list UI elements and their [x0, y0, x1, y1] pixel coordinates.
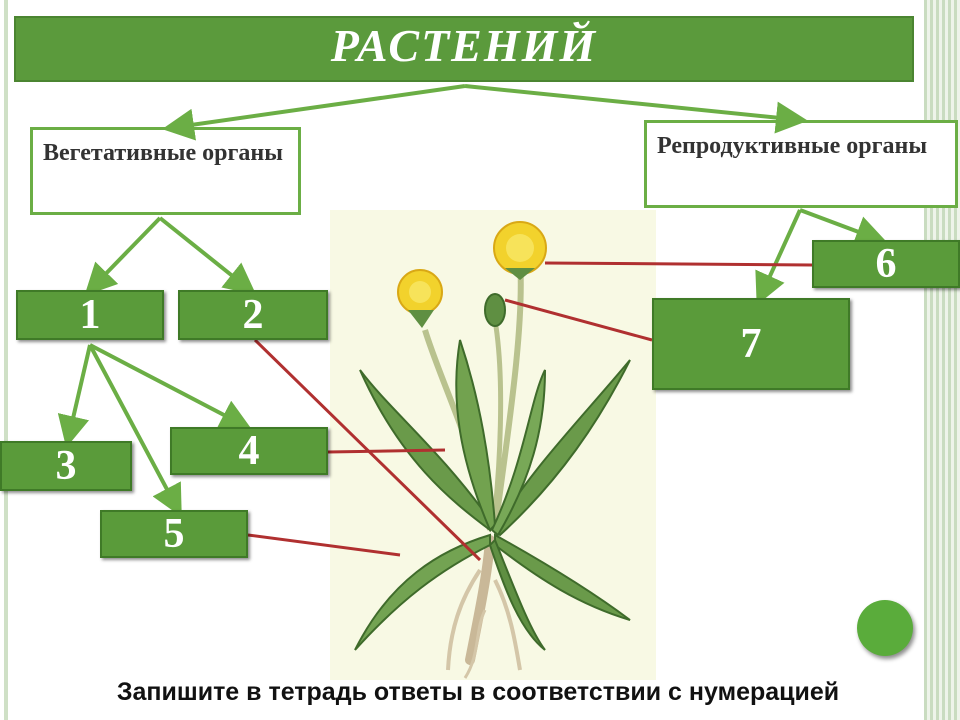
answer-box-3-label: 3: [55, 443, 77, 489]
arrow-to-3: [57, 344, 92, 448]
answer-box-1: 1: [16, 290, 164, 340]
answer-box-1-label: 1: [79, 292, 101, 338]
instruction-footer: Запишите в тетрадь ответы в соответствии…: [116, 678, 840, 706]
title-bar: РАСТЕНИЙ: [14, 16, 914, 82]
answer-box-3: 3: [0, 441, 132, 491]
green-circle-button[interactable]: [857, 600, 913, 656]
slide-title: РАСТЕНИЙ: [330, 20, 598, 71]
dandelion-illustration: [330, 210, 656, 680]
answer-box-2-label: 2: [242, 292, 264, 338]
vegetative-organs-label: Вегетативные органы: [43, 140, 283, 166]
pointer-7: [504, 298, 653, 342]
reproductive-organs-label: Репродуктивные органы: [657, 133, 928, 159]
left-border: [4, 0, 8, 720]
answer-box-7-label: 7: [740, 321, 762, 367]
arrow-to-reproductive: [464, 84, 808, 134]
arrow-to-1: [84, 216, 162, 296]
arrow-to-vegetative: [162, 84, 466, 141]
answer-box-2: 2: [178, 290, 328, 340]
reproductive-organs-box: Репродуктивные органы: [644, 120, 958, 208]
dandelion-plant-icon: [354, 221, 631, 679]
answer-box-6-label: 6: [875, 241, 897, 287]
arrow-to-7: [755, 209, 802, 306]
answer-box-5: 5: [100, 510, 248, 558]
arrow-to-5: [88, 344, 182, 518]
answer-box-4-label: 4: [238, 428, 260, 474]
pointer-4: [327, 448, 446, 454]
answer-box-7: 7: [652, 298, 850, 390]
arrow-to-2: [158, 216, 257, 295]
arrow-to-4: [89, 343, 253, 430]
pointer-5: [247, 533, 401, 557]
answer-box-6: 6: [812, 240, 960, 288]
pointer-6: [544, 261, 813, 267]
answer-box-5-label: 5: [163, 511, 185, 557]
answer-box-4: 4: [170, 427, 328, 475]
arrow-to-6: [799, 208, 888, 247]
